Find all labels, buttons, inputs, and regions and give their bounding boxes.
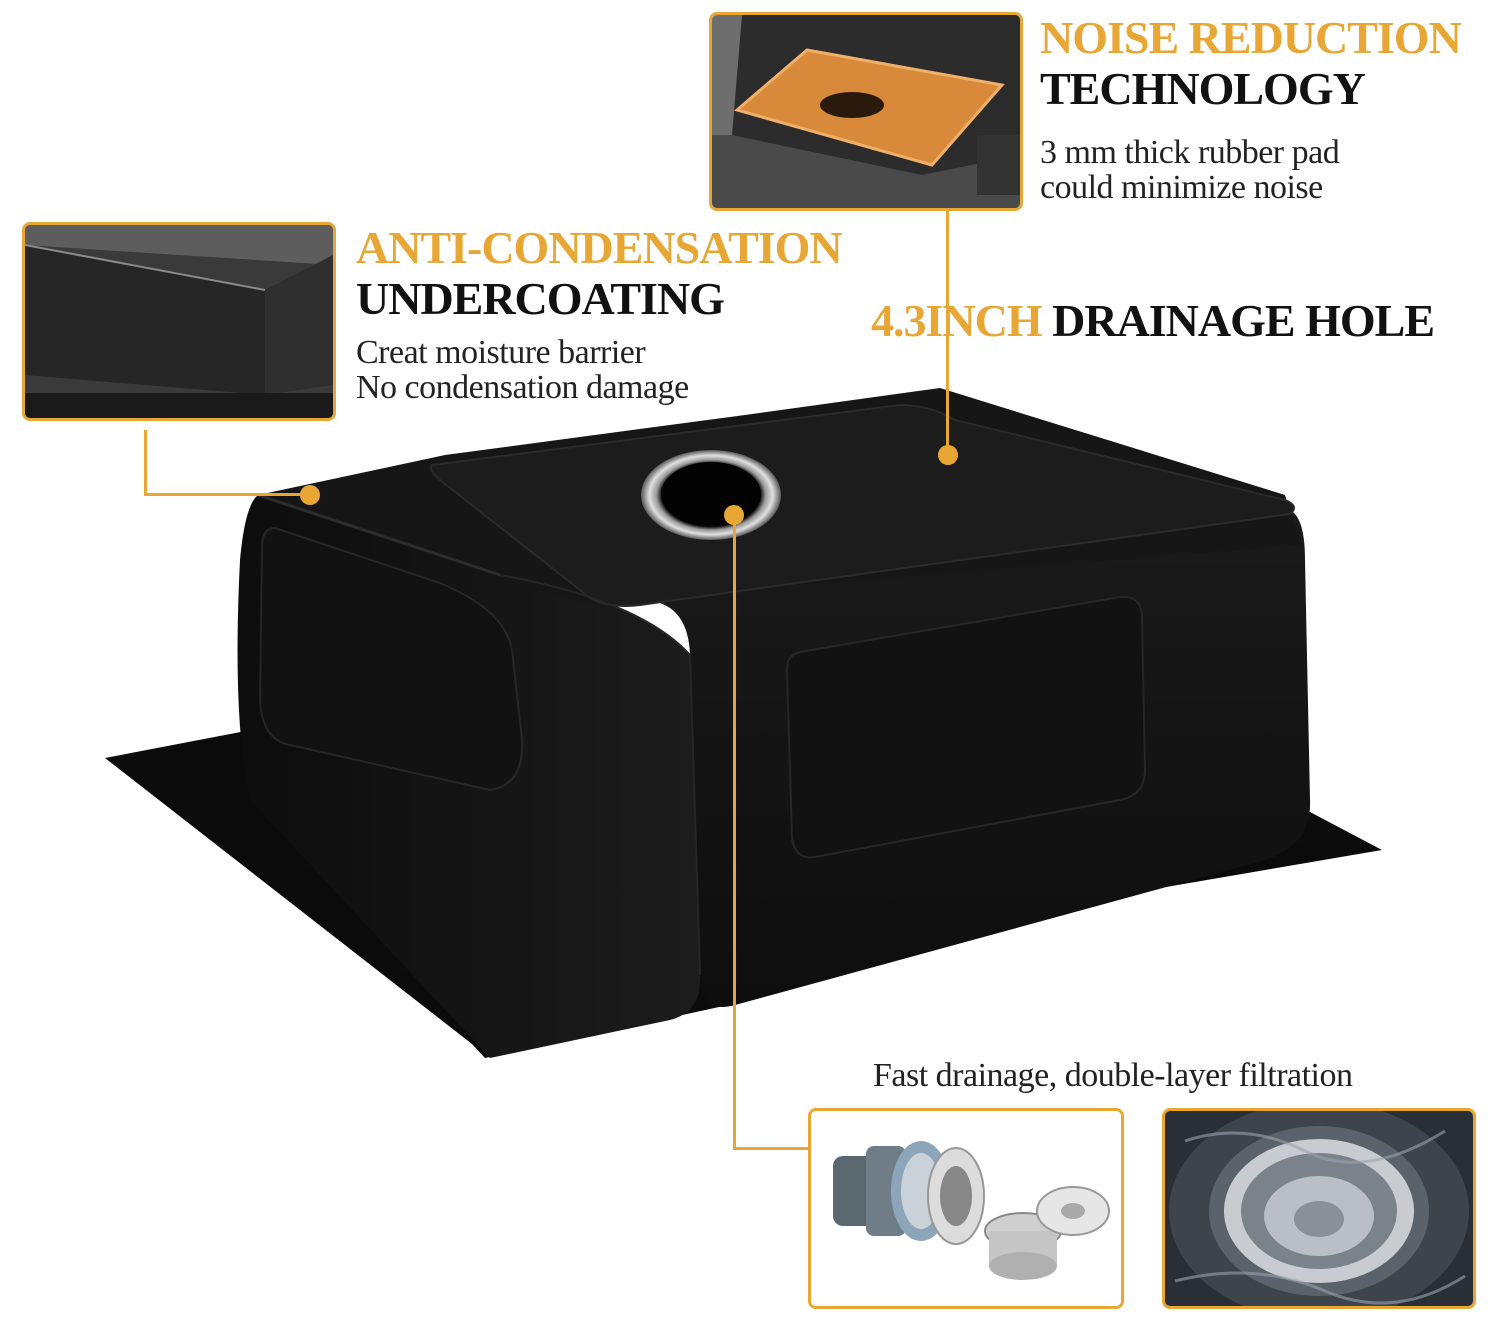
drainage-callout-line-horizontal [733,1147,809,1150]
undercoating-icon [25,225,333,418]
noise-line-1: 3 mm thick rubber pad [1040,134,1340,171]
noise-reduction-inset-image [709,12,1023,211]
drainage-callout-line-vertical [733,516,736,1149]
noise-callout-line [946,210,949,456]
rubber-pad-icon [712,15,1020,208]
strainer-parts-icon [811,1111,1121,1306]
noise-callout-dot [938,445,958,465]
condensation-callout-dot [300,485,320,505]
condensation-callout-line-horizontal [144,493,312,496]
drainage-title-accent: 4.3INCH [871,295,1043,346]
noise-title-accent: NOISE REDUCTION [1040,12,1462,63]
noise-title-dark: TECHNOLOGY [1040,63,1366,114]
drainage-callout-dot [724,505,744,525]
condensation-title-dark: UNDERCOATING [356,273,725,324]
condensation-title-accent: ANTI-CONDENSATION [356,222,843,273]
condensation-callout-line-vertical [144,430,147,496]
drainage-description: Fast drainage, double-layer filtration [873,1057,1353,1094]
condensation-inset-image [22,222,336,421]
strainer-installed-image [1162,1108,1476,1309]
condensation-line-1: Creat moisture barrier [356,334,646,371]
condensation-line-2: No condensation damage [356,369,689,406]
drainage-title-dark: DRAINAGE HOLE [1052,295,1435,346]
strainer-parts-image [808,1108,1124,1309]
drainage-title: 4.3INCH DRAINAGE HOLE [871,295,1435,346]
noise-line-2: could minimize noise [1040,169,1323,206]
strainer-in-water-icon [1165,1111,1473,1306]
